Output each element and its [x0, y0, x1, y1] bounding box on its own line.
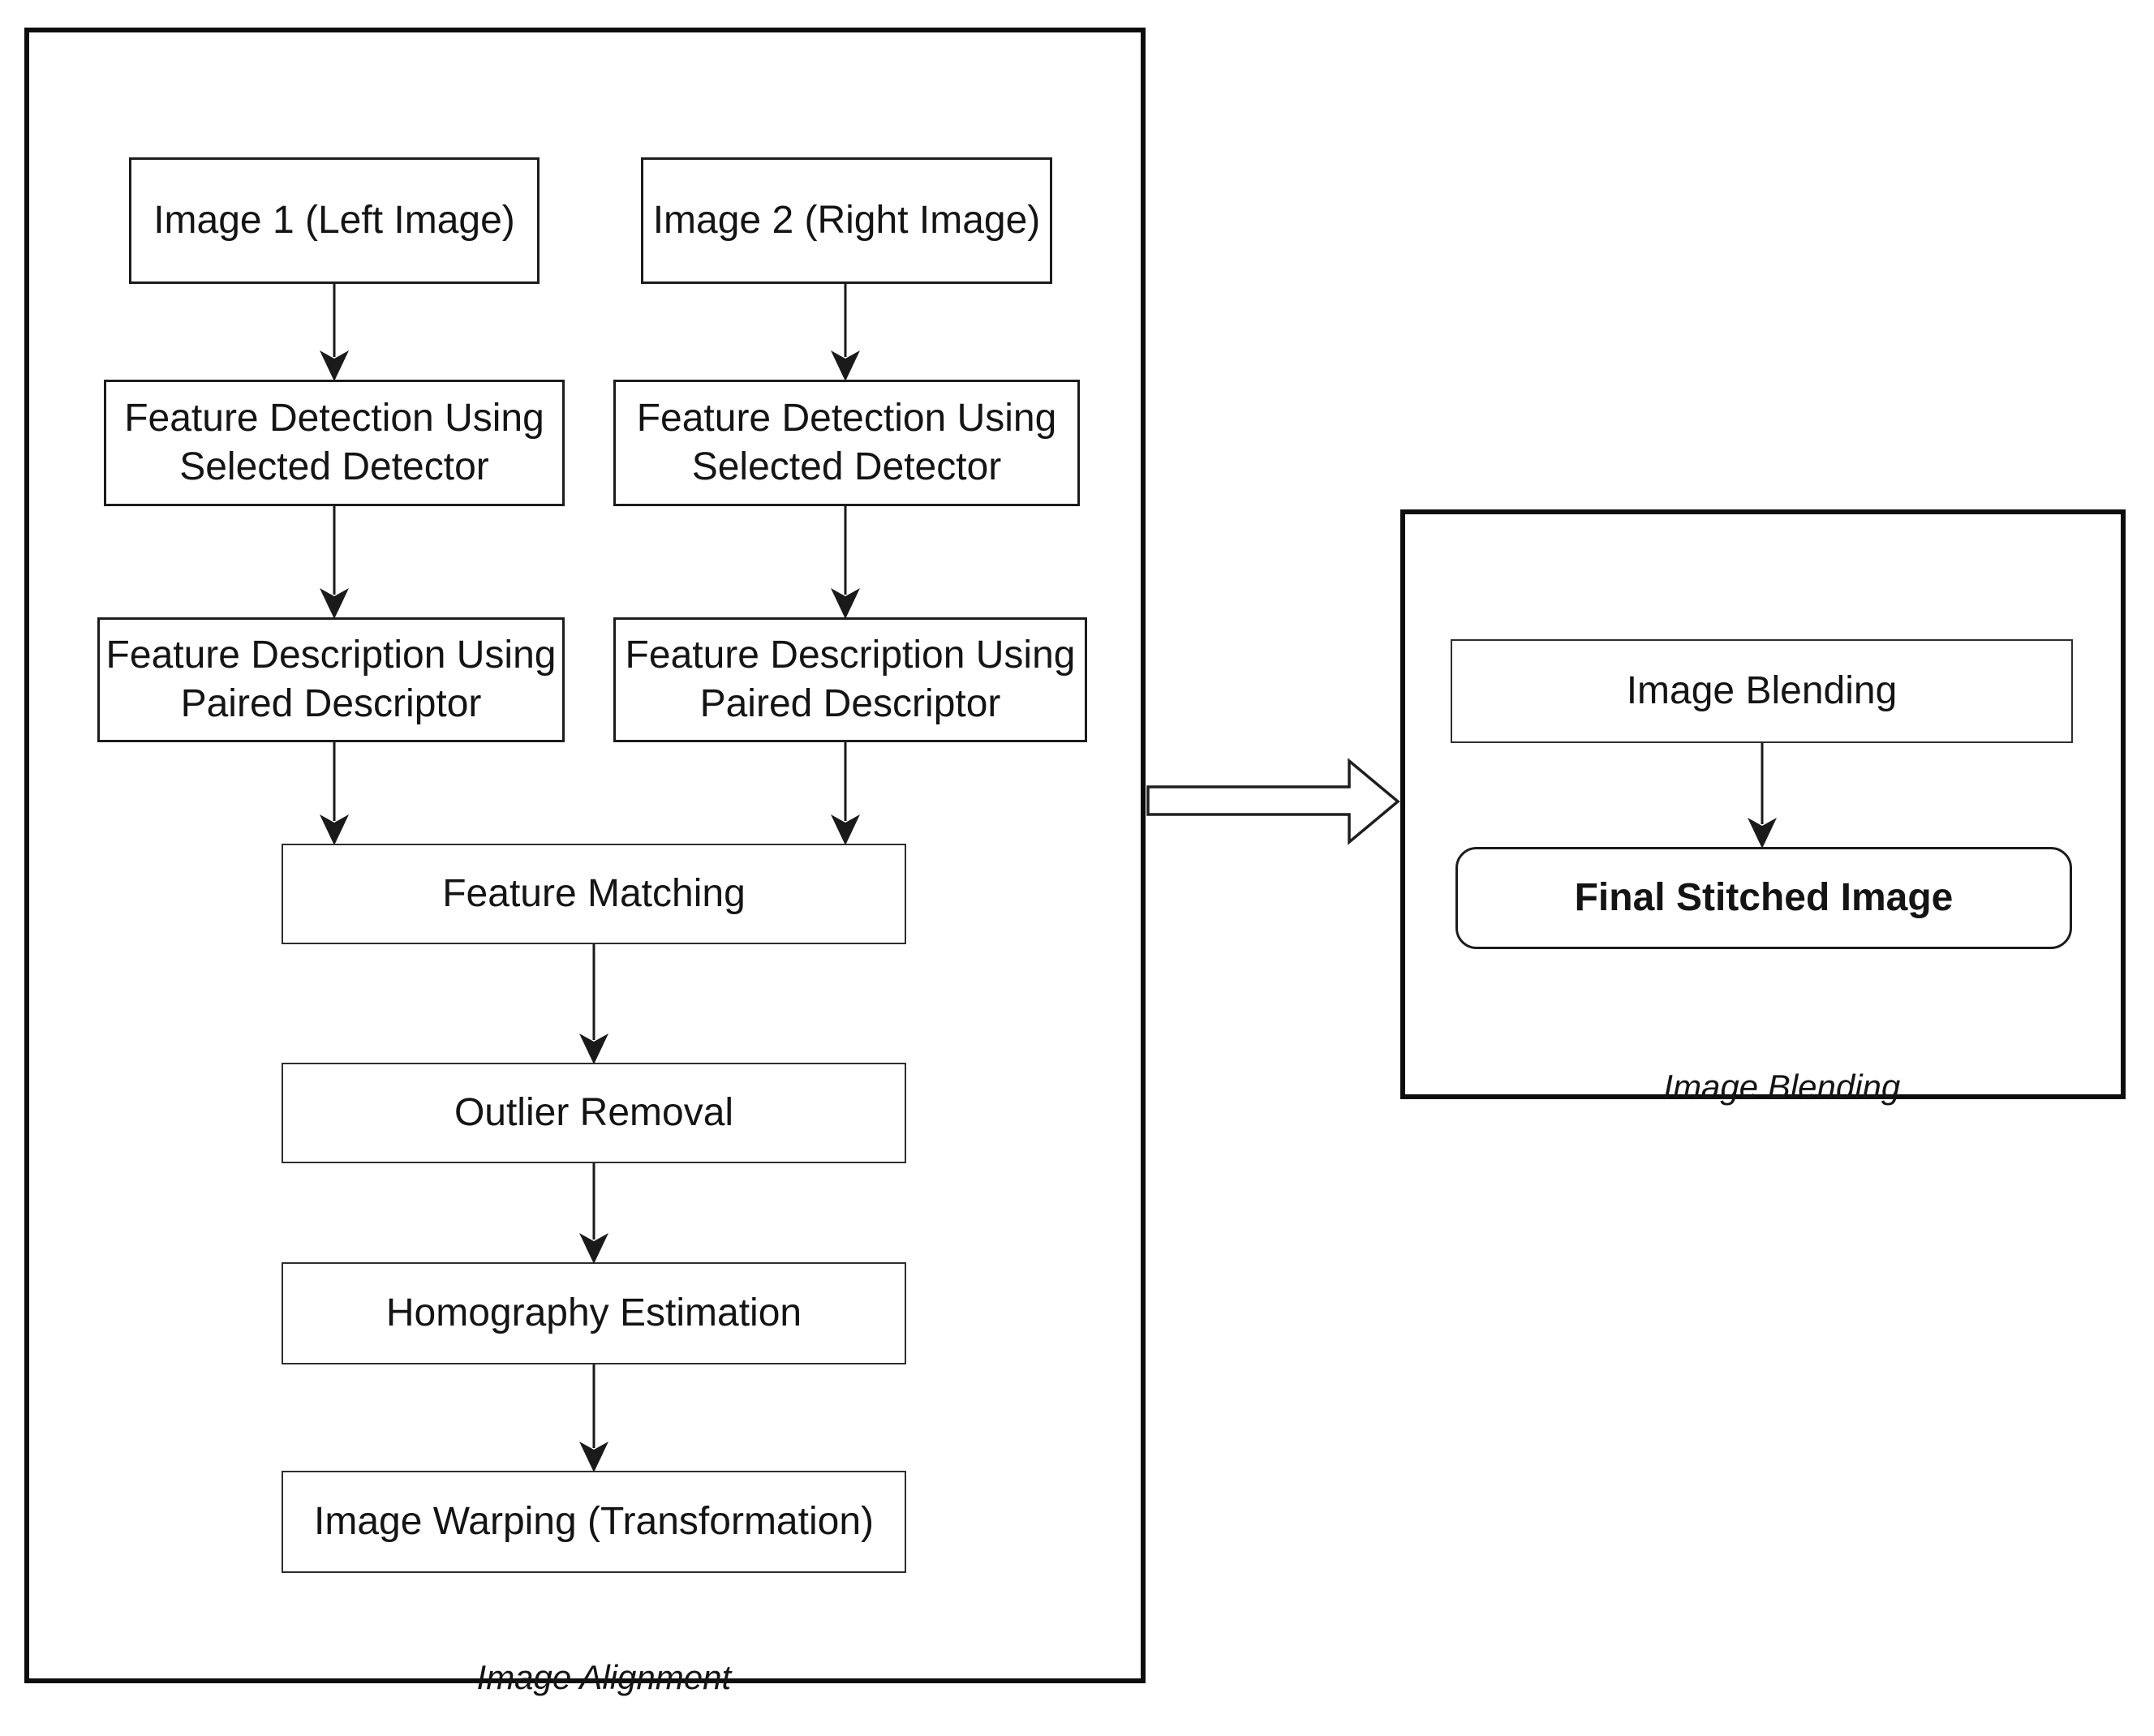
node-image-blending: Image Blending	[1451, 639, 2073, 743]
node-image1: Image 1 (Left Image)	[129, 157, 540, 284]
node-image2-label: Image 2 (Right Image)	[652, 199, 1041, 242]
node-feature-description-right: Feature Description Using Paired Descrip…	[613, 617, 1087, 742]
node-feature-description-left-label: Feature Description Using Paired Descrip…	[105, 634, 557, 725]
node-feature-description-left: Feature Description Using Paired Descrip…	[97, 617, 565, 742]
node-feature-description-right-label: Feature Description Using Paired Descrip…	[625, 634, 1076, 725]
node-image2: Image 2 (Right Image)	[641, 157, 1052, 284]
node-feature-matching-label: Feature Matching	[442, 872, 746, 915]
node-homography-estimation: Homography Estimation	[282, 1262, 906, 1364]
group-connector-big-arrow	[1146, 758, 1400, 845]
image-blending-caption: Image Blending	[1520, 1029, 2006, 1145]
node-feature-matching: Feature Matching	[282, 844, 906, 944]
node-outlier-removal: Outlier Removal	[282, 1063, 906, 1163]
node-image-blending-label: Image Blending	[1626, 669, 1898, 712]
node-feature-detection-right-label: Feature Detection Using Selected Detecto…	[636, 397, 1057, 488]
node-homography-estimation-label: Homography Estimation	[385, 1291, 802, 1334]
image-blending-caption-text: Image Blending	[1663, 1068, 1901, 1106]
node-outlier-removal-label: Outlier Removal	[454, 1091, 734, 1134]
image-alignment-caption: Image Alignment	[342, 1619, 828, 1736]
image-blending-group-container	[1400, 509, 2126, 1099]
node-feature-detection-left: Feature Detection Using Selected Detecto…	[104, 380, 565, 506]
node-feature-detection-left-label: Feature Detection Using Selected Detecto…	[124, 397, 544, 488]
node-final-stitched-image-label: Final Stitched Image	[1574, 876, 1954, 919]
node-feature-detection-right: Feature Detection Using Selected Detecto…	[613, 380, 1080, 506]
node-image-warping: Image Warping (Transformation)	[282, 1471, 906, 1573]
node-image1-label: Image 1 (Left Image)	[153, 199, 515, 242]
image-alignment-caption-text: Image Alignment	[476, 1658, 732, 1696]
node-image-warping-label: Image Warping (Transformation)	[314, 1500, 874, 1543]
node-final-stitched-image: Final Stitched Image	[1455, 847, 2072, 949]
